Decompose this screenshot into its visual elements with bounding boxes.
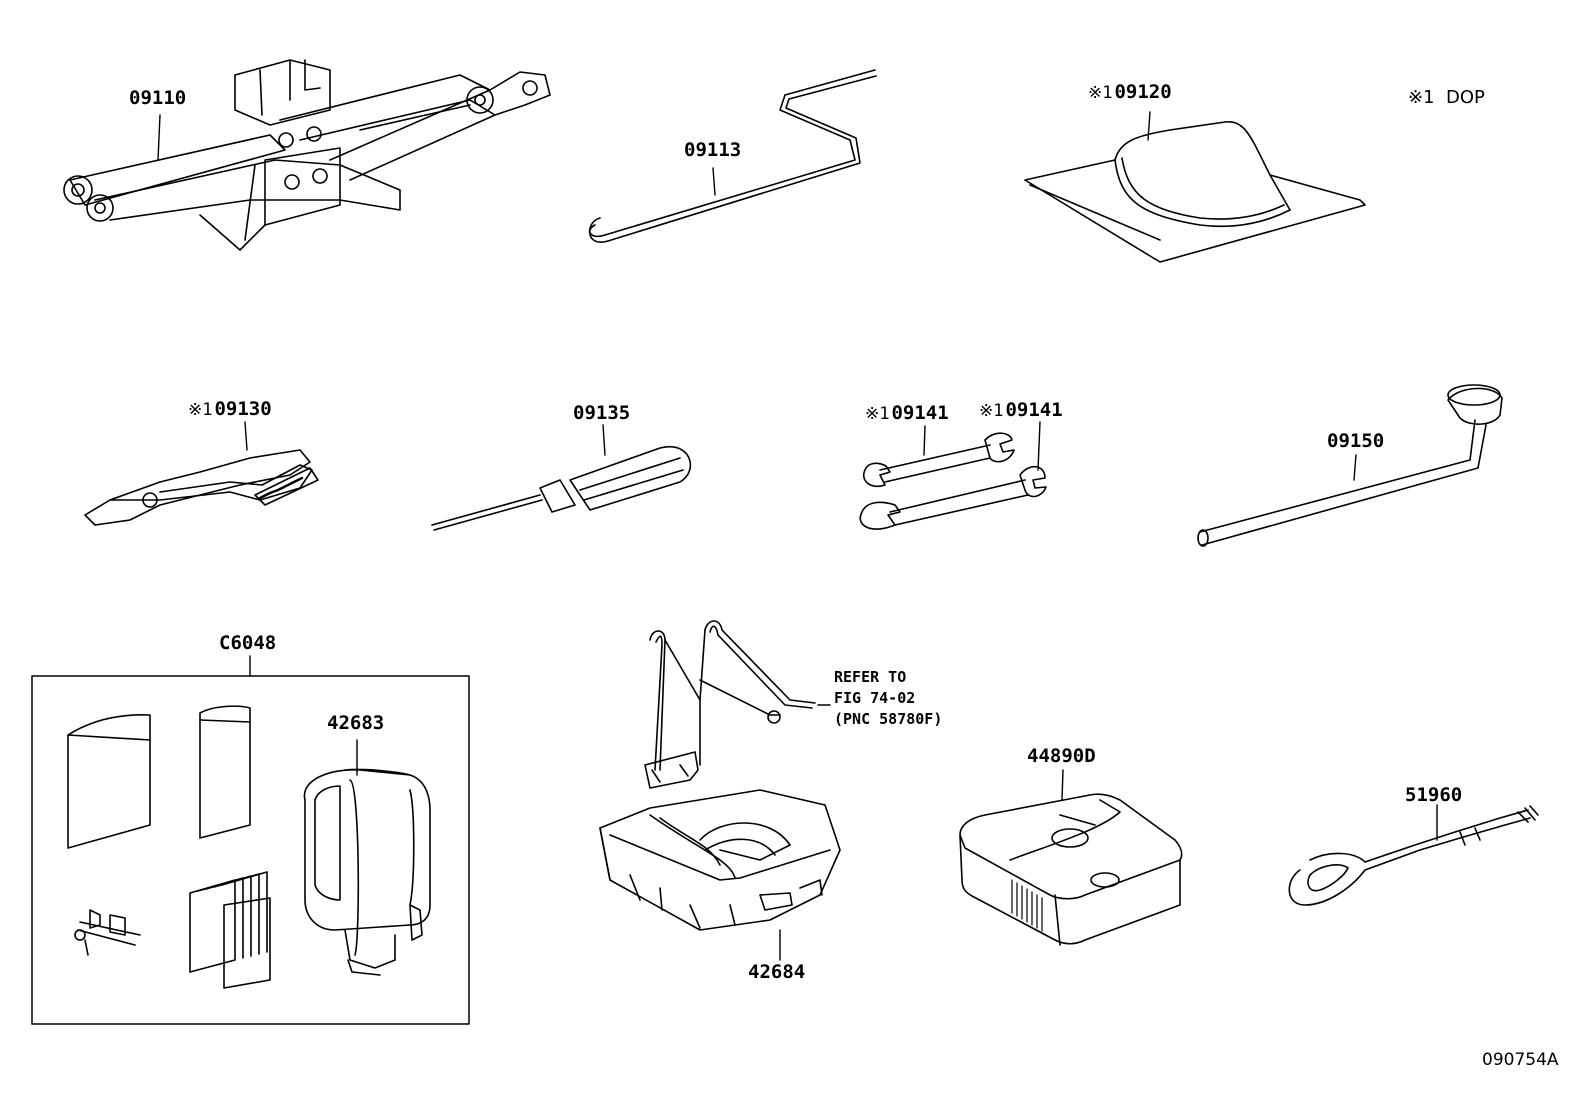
tray-drawing	[599, 789, 841, 961]
part-label-44890d: 44890D	[1027, 745, 1096, 767]
dop-mark: ※1	[865, 404, 890, 424]
part-label-c6048: C6048	[219, 632, 277, 654]
tool-bag-drawing	[1024, 111, 1366, 263]
screwdriver-drawing	[431, 424, 692, 531]
dop-mark: ※1	[979, 401, 1004, 421]
jack-handle-drawing	[588, 69, 877, 243]
part-label-09135: 09135	[573, 402, 631, 424]
jack-drawing	[63, 59, 551, 251]
part-label-09150: 09150	[1327, 430, 1385, 452]
tow-hook-drawing	[1288, 804, 1539, 906]
part-label-09110: 09110	[129, 87, 187, 109]
part-label-42684: 42684	[748, 961, 806, 983]
tray-box-drawing	[959, 769, 1183, 946]
lug-wrench-drawing	[1197, 384, 1503, 547]
pliers-drawing	[84, 421, 319, 526]
dop-mark: ※1	[1088, 83, 1113, 103]
part-label-09113: 09113	[684, 139, 742, 161]
repair-kit-box	[31, 655, 470, 1025]
bracket-wire-drawing	[644, 620, 831, 789]
wrenches-drawing	[859, 421, 1047, 530]
figure-id: 090754A	[1482, 1050, 1559, 1070]
part-label-42683: 42683	[327, 712, 385, 734]
legend-dop: ※1 DOP	[1408, 87, 1485, 108]
dop-mark: ※1	[188, 400, 213, 420]
part-label-51960: 51960	[1405, 784, 1463, 806]
